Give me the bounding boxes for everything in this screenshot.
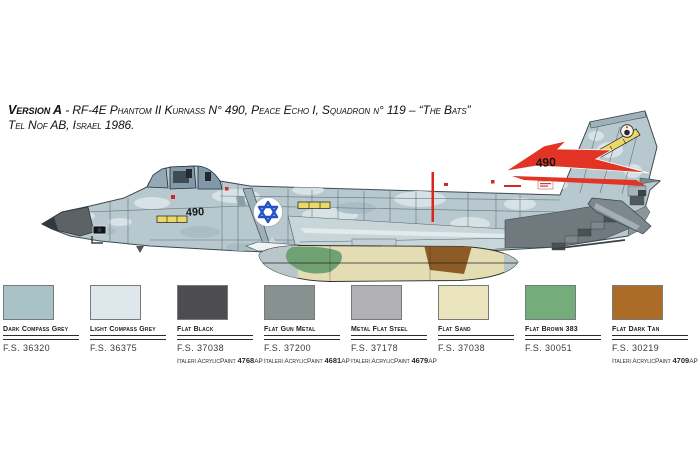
paint-name: Flat Sand — [438, 326, 471, 333]
version-title-line1: Version A - RF-4E Phantom II Kurnass N° … — [8, 103, 471, 118]
roundel-icon — [253, 197, 283, 227]
divider — [351, 335, 427, 340]
version-label: Version A — [8, 103, 62, 117]
fin-tip-cap — [589, 110, 647, 129]
arrestor-hook — [551, 239, 626, 250]
paint-name: Flat Brown 383 — [525, 326, 578, 333]
paint-name: Light Compass Grey — [90, 326, 156, 333]
paint-column-flat-brown-383: Flat Brown 383 F.S. 30051 — [525, 285, 612, 365]
italeri-paint-ref: Italeri AcrylicPaint 4768AP — [177, 355, 263, 365]
paint-name: Flat Black — [177, 326, 214, 333]
paint-name: Flat Gun Metal — [264, 326, 316, 333]
divider — [90, 335, 166, 340]
divider — [177, 335, 253, 340]
nose-number: 490 — [186, 206, 205, 219]
divider — [264, 335, 340, 340]
divider — [3, 335, 79, 340]
paint-column-dark-compass-grey: Dark Compass Grey F.S. 36320 — [3, 285, 90, 365]
stabilator — [587, 197, 652, 235]
fs-number: F.S. 30051 — [525, 342, 573, 353]
paint-column-light-compass-grey: Light Compass Grey F.S. 36375 — [90, 285, 177, 365]
italeri-paint-ref: Italeri AcrylicPaint 4681AP — [264, 355, 350, 365]
italeri-paint-ref: Italeri AcrylicPaint 4709AP — [612, 355, 698, 365]
title-separator: - — [61, 103, 73, 117]
divider — [525, 335, 601, 340]
version-title-line2: Tel Nof AB, Israel 1986. — [8, 118, 135, 132]
canopy — [146, 165, 223, 190]
paint-swatch — [90, 285, 141, 320]
camera-window — [92, 225, 107, 235]
paint-swatch — [438, 285, 489, 320]
cockpit-interior — [173, 171, 189, 183]
divider — [438, 335, 514, 340]
tail-cone-pitot — [639, 177, 661, 185]
blade-antenna — [136, 246, 144, 253]
rescue-stencil-strip-1 — [156, 215, 188, 223]
paint-swatch — [612, 285, 663, 320]
squadron-badge-icon — [620, 124, 634, 138]
paint-swatch — [525, 285, 576, 320]
paint-chart: Dark Compass Grey F.S. 36320 Light Compa… — [3, 285, 699, 365]
version-title-block: Version A - RF-4E Phantom II Kurnass N° … — [8, 103, 471, 133]
paint-column-flat-black: Flat Black F.S. 37038 Italeri AcrylicPai… — [177, 285, 264, 365]
fs-number: F.S. 37038 — [438, 342, 486, 353]
fs-number: F.S. 36375 — [90, 342, 138, 353]
radome — [41, 206, 95, 237]
paint-swatch — [264, 285, 315, 320]
tank-brown-patch — [424, 245, 472, 274]
fs-number: F.S. 36320 — [3, 342, 51, 353]
red-stencil-marks — [171, 180, 521, 199]
data-stencil-plate — [537, 180, 554, 190]
paint-column-metal-flat-steel: Metal Flat Steel F.S. 37178 Italeri Acry… — [351, 285, 438, 365]
tail-number: 490 — [535, 155, 556, 170]
tank-green-patch — [285, 246, 342, 274]
red-fuselage-stripe — [431, 172, 434, 222]
paint-name: Metal Flat Steel — [351, 326, 408, 333]
paint-column-flat-gun-metal: Flat Gun Metal F.S. 37200 Italeri Acryli… — [264, 285, 351, 365]
tail-flash-icon — [505, 140, 650, 186]
fs-number: F.S. 30219 — [612, 342, 660, 353]
paint-swatch — [3, 285, 54, 320]
paint-column-flat-dark-tan: Flat Dark Tan F.S. 30219 Italeri Acrylic… — [612, 285, 699, 365]
italeri-paint-ref: Italeri AcrylicPaint 4679AP — [351, 355, 437, 365]
paint-swatch — [177, 285, 228, 320]
paint-name: Flat Dark Tan — [612, 326, 660, 333]
fs-number: F.S. 37178 — [351, 342, 399, 353]
paint-swatch — [351, 285, 402, 320]
divider — [612, 335, 688, 340]
version-description: RF-4E Phantom II Kurnass N° 490, Peace E… — [72, 103, 471, 117]
paint-column-flat-sand: Flat Sand F.S. 37038 — [438, 285, 525, 365]
paint-name: Dark Compass Grey — [3, 326, 69, 333]
fs-number: F.S. 37038 — [177, 342, 225, 353]
fs-number: F.S. 37200 — [264, 342, 312, 353]
wso-headrest — [205, 172, 211, 181]
nose-probe — [91, 236, 103, 244]
pilot-headrest — [186, 169, 192, 178]
rescue-stencil-strip-2 — [297, 201, 331, 209]
